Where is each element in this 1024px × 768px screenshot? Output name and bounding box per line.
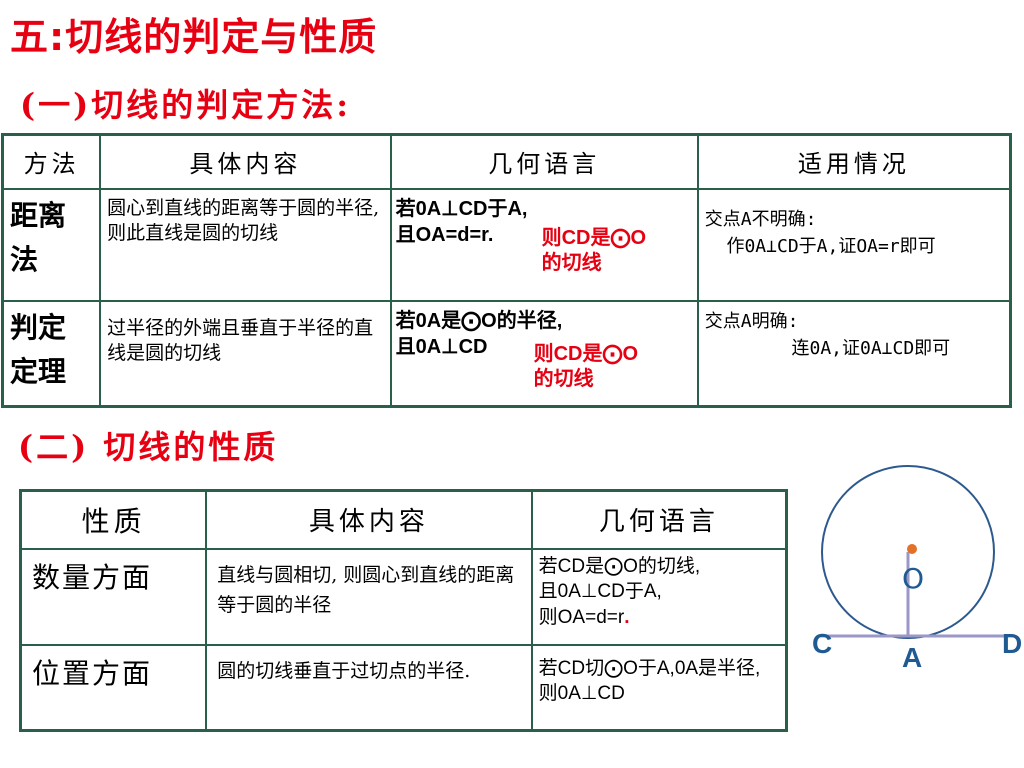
center-point <box>907 544 917 554</box>
geometry-text: 若0A⊥CD于A, 且OA=d=r. <box>395 197 528 246</box>
content-cell: 圆心到直线的距离等于圆的半径,则此直线是圆的切线 <box>99 187 392 302</box>
geometry-punctuation: . <box>624 606 630 628</box>
geometry-conclusion: 则CD是⨀O 的切线 <box>533 342 639 390</box>
method-cell: 距离法 <box>1 187 102 302</box>
header-cell: 几何语言 <box>530 489 788 550</box>
header-cell: 适用情况 <box>696 133 1012 190</box>
geometry-cell: 若CD切⨀O于A,0A是半径,则0A⊥CD <box>530 643 788 732</box>
content-cell: 过半径的外端且垂直于半径的直线是圆的切线 <box>99 299 392 408</box>
geometry-text: 若0A是⨀O的半径, 且0A⊥CD <box>395 309 563 358</box>
usage-cell: 交点A不明确: 作0A⊥CD于A,证OA=r即可 <box>696 187 1012 302</box>
header-cell: 几何语言 <box>389 133 699 190</box>
point-a-label: A <box>902 642 922 673</box>
property-cell: 数量方面 <box>19 547 208 646</box>
point-d-label: D <box>1002 628 1022 659</box>
table-row: 位置方面 圆的切线垂直于过切点的半径. 若CD切⨀O于A,0A是半径,则0A⊥C… <box>19 643 788 732</box>
tangent-diagram: O C D A <box>812 465 1022 673</box>
property-cell: 位置方面 <box>19 643 208 732</box>
circle <box>821 465 995 639</box>
geometry-cell: 若0A⊥CD于A, 且OA=d=r. 则CD是⨀O 的切线 <box>389 187 699 302</box>
geometry-cell: 若CD是⨀O的切线, 且0A⊥CD于A, 则OA=d=r. <box>530 547 788 646</box>
geometry-conclusion: 则CD是⨀O 的切线 <box>541 226 647 274</box>
header-cell: 具体内容 <box>205 489 533 550</box>
criteria-table: 方法 具体内容 几何语言 适用情况 距离法 圆心到直线的距离等于圆的半径,则此直… <box>1 133 1012 408</box>
table-header-row: 方法 具体内容 几何语言 适用情况 <box>1 133 1012 190</box>
page-title: 五:切线的判定与性质 <box>10 15 378 59</box>
properties-table: 性质 具体内容 几何语言 数量方面 直线与圆相切, 则圆心到直线的距离等于圆的半… <box>19 489 788 732</box>
header-cell: 方法 <box>1 133 102 190</box>
content-cell: 圆的切线垂直于过切点的半径. <box>205 643 533 732</box>
table-row: 距离法 圆心到直线的距离等于圆的半径,则此直线是圆的切线 若0A⊥CD于A, 且… <box>1 187 1012 302</box>
point-c-label: C <box>812 628 832 659</box>
usage-cell: 交点A明确: 连0A,证0A⊥CD即可 <box>696 299 1012 408</box>
table-header-row: 性质 具体内容 几何语言 <box>19 489 788 550</box>
section-heading-properties: (二) 切线的性质 <box>18 428 279 466</box>
section-heading-criteria: (一)切线的判定方法: <box>20 86 352 124</box>
center-label: O <box>902 562 924 595</box>
table-row: 判定定理 过半径的外端且垂直于半径的直线是圆的切线 若0A是⨀O的半径, 且0A… <box>1 299 1012 408</box>
geometry-cell: 若0A是⨀O的半径, 且0A⊥CD 则CD是⨀O 的切线 <box>389 299 699 408</box>
content-cell: 直线与圆相切, 则圆心到直线的距离等于圆的半径 <box>205 547 533 646</box>
table-row: 数量方面 直线与圆相切, 则圆心到直线的距离等于圆的半径 若CD是⨀O的切线, … <box>19 547 788 646</box>
header-cell: 具体内容 <box>99 133 392 190</box>
method-cell: 判定定理 <box>1 299 102 408</box>
header-cell: 性质 <box>19 489 208 550</box>
geometry-text: 若CD是⨀O的切线, 且0A⊥CD于A, 则OA=d=r <box>538 555 701 628</box>
